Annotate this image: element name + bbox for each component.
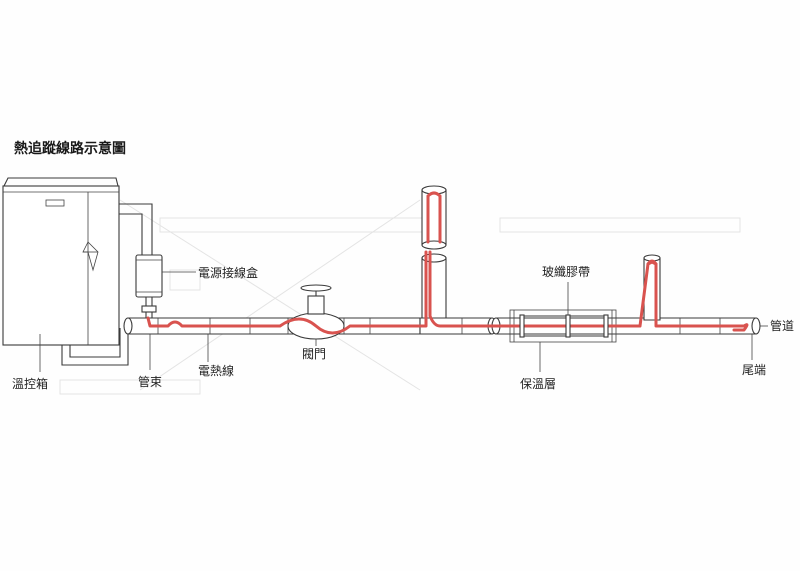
glass-fiber-tape (519, 314, 609, 338)
control-box-label: 溫控箱 (12, 376, 48, 391)
pipe-clamp-label: 管束 (138, 374, 162, 389)
glass-tape-label: 玻纖膠帶 (542, 265, 590, 279)
heating-cable-label: 電熱線 (198, 363, 234, 378)
warning-triangle-icon (82, 241, 99, 272)
valve-label: 閥門 (302, 347, 326, 361)
background-ghost-lines (59, 199, 741, 395)
power-conduit (61, 203, 153, 366)
junction-box-label: 電源接線盒 (198, 265, 258, 280)
end-terminal-label: 尾端 (742, 363, 766, 377)
insulation-label: 保溫層 (520, 377, 556, 391)
leader-lines (39, 271, 768, 372)
heating-cable (146, 191, 749, 335)
diagram-title: 熱追蹤線路示意圖 (14, 140, 126, 157)
pipe-label: 管道 (770, 318, 794, 333)
power-junction-box (135, 254, 163, 318)
temperature-control-box (2, 177, 120, 346)
